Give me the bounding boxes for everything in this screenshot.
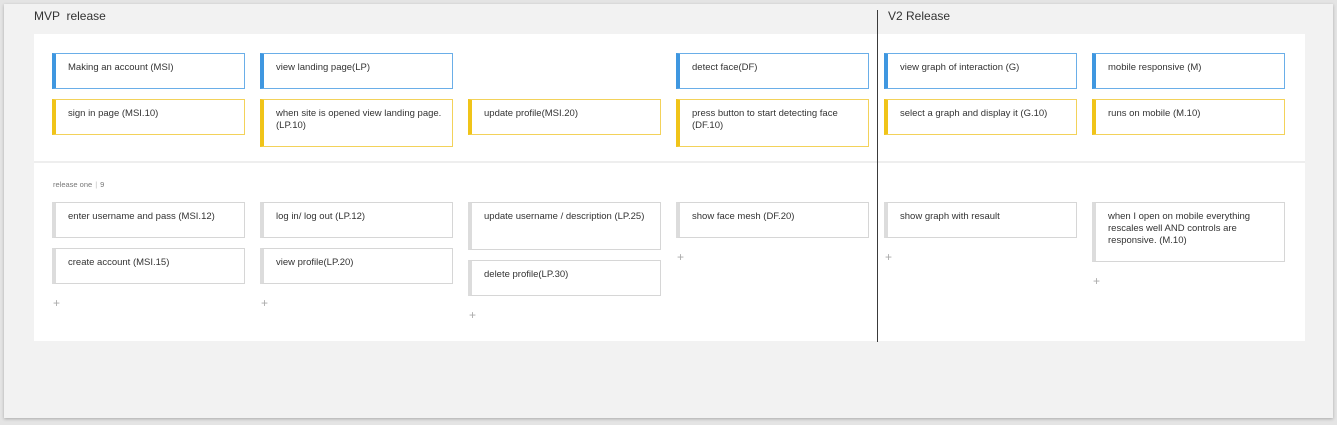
epic-card[interactable]: Making an account (MSI) (52, 53, 245, 89)
activity-card[interactable]: update profile(MSI.20) (468, 99, 661, 135)
story-card[interactable]: enter username and pass (MSI.12) (52, 202, 245, 238)
story-card[interactable]: show graph with resault (884, 202, 1077, 238)
release-separator: | (95, 180, 98, 189)
activity-card[interactable]: runs on mobile (M.10) (1092, 99, 1285, 135)
story-card[interactable]: delete profile(LP.30) (468, 260, 661, 296)
release-label: release one|9 (53, 180, 104, 189)
story-card[interactable]: when I open on mobile everything rescale… (1092, 202, 1285, 262)
add-story-button[interactable]: + (885, 250, 893, 264)
v2-release-title: V2 Release (888, 9, 951, 23)
activity-card[interactable]: when site is opened view landing page. (… (260, 99, 453, 147)
activity-card[interactable]: press button to start detecting face (DF… (676, 99, 869, 147)
mvp-release-title: MVP release (34, 9, 106, 23)
release-name: release one (53, 180, 93, 189)
row-separator (34, 161, 1305, 163)
activity-card[interactable]: sign in page (MSI.10) (52, 99, 245, 135)
epic-card[interactable]: mobile responsive (M) (1092, 53, 1285, 89)
epic-card[interactable]: detect face(DF) (676, 53, 869, 89)
story-card[interactable]: view profile(LP.20) (260, 248, 453, 284)
story-card[interactable]: create account (MSI.15) (52, 248, 245, 284)
add-story-button[interactable]: + (1093, 274, 1101, 288)
story-card[interactable]: show face mesh (DF.20) (676, 202, 869, 238)
add-story-button[interactable]: + (469, 308, 477, 322)
add-story-button[interactable]: + (53, 296, 61, 310)
release-count: 9 (100, 180, 105, 189)
epic-card[interactable]: view landing page(LP) (260, 53, 453, 89)
add-story-button[interactable]: + (677, 250, 685, 264)
epic-card[interactable]: view graph of interaction (G) (884, 53, 1077, 89)
story-card[interactable]: log in/ log out (LP.12) (260, 202, 453, 238)
release-divider (877, 10, 878, 342)
activity-card[interactable]: select a graph and display it (G.10) (884, 99, 1077, 135)
story-card[interactable]: update username / description (LP.25) (468, 202, 661, 250)
add-story-button[interactable]: + (261, 296, 269, 310)
